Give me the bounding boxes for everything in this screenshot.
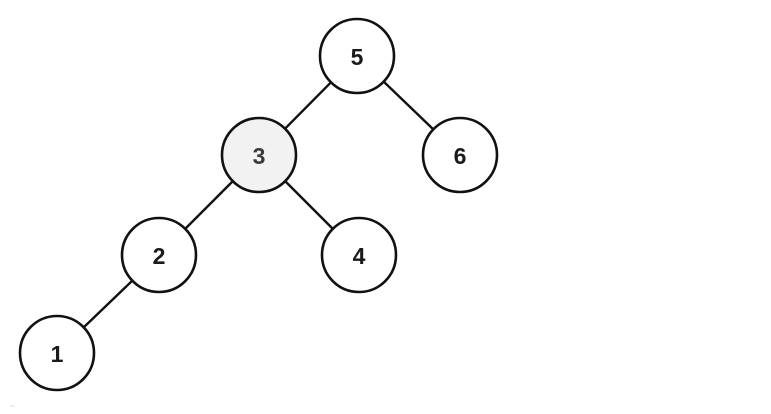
node-label-1: 1 — [51, 341, 64, 367]
node-label-5: 5 — [351, 44, 364, 70]
tree-node-1[interactable]: 1 — [18, 314, 96, 392]
node-circle-1[interactable] — [18, 314, 96, 392]
tree-edge-5-6 — [382, 80, 435, 131]
tree-edge-2-1 — [82, 279, 134, 329]
tree-edge-3-4 — [283, 179, 335, 231]
node-circle-5[interactable] — [318, 17, 396, 95]
node-circle-2[interactable] — [120, 216, 198, 294]
node-label-6: 6 — [454, 143, 467, 169]
node-circle-3[interactable] — [220, 116, 298, 194]
node-label-2: 2 — [153, 243, 166, 269]
tree-node-5[interactable]: 5 — [318, 17, 396, 95]
node-label-4: 4 — [353, 243, 366, 269]
bottom-left-speck — [10, 405, 15, 407]
tree-edge-3-2 — [183, 179, 235, 231]
tree-node-4[interactable]: 4 — [320, 216, 398, 294]
node-circle-4[interactable] — [320, 216, 398, 294]
edges-group — [82, 80, 435, 329]
nodes-group: 5 3 6 2 4 1 — [18, 17, 499, 392]
node-circle-6[interactable] — [421, 116, 499, 194]
node-label-3: 3 — [253, 143, 266, 169]
tree-node-3[interactable]: 3 — [220, 116, 298, 194]
tree-node-2[interactable]: 2 — [120, 216, 198, 294]
tree-node-6[interactable]: 6 — [421, 116, 499, 194]
tree-edge-5-3 — [283, 81, 333, 130]
